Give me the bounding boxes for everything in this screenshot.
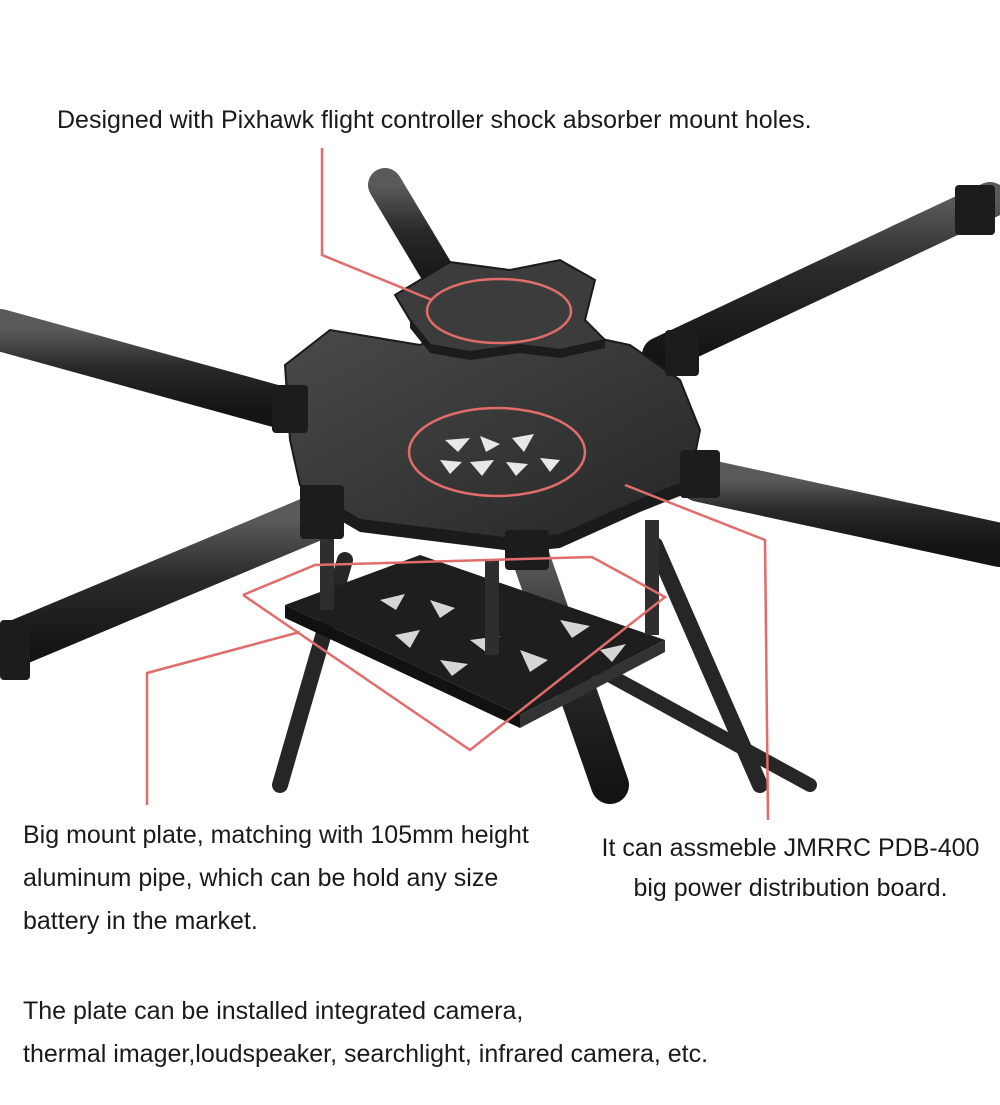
arm-right-rear <box>642 182 1000 373</box>
caption-accessories-line: thermal imager,loudspeaker, searchlight,… <box>23 1040 709 1068</box>
callout-pixhawk-ring <box>425 277 573 345</box>
caption-mount-plate-line: battery in the market. <box>23 907 258 935</box>
caption-accessories: The plate can be installed integrated ca… <box>23 990 708 1076</box>
caption-mount-plate-line: aluminum pipe, which can be hold any siz… <box>23 864 499 892</box>
flight-controller-plate <box>393 258 607 360</box>
caption-mount-plate-line: Big mount plate, matching with 105mm hei… <box>23 821 529 849</box>
caption-pixhawk-text: Designed with Pixhawk flight controller … <box>57 106 812 134</box>
arm-rear <box>368 168 462 302</box>
caption-mount-plate: Big mount plate, matching with 105mm hei… <box>23 814 529 943</box>
battery-mount-plate <box>285 520 665 728</box>
arm-right-front <box>678 458 1000 567</box>
callout-pdb-ring <box>407 406 587 498</box>
caption-pdb-line: big power distribution board. <box>633 874 948 902</box>
callout-annotations <box>145 148 770 821</box>
arm-left-front <box>0 497 333 673</box>
caption-pdb-line: It can assmeble JMRRC PDB-400 <box>601 834 980 862</box>
callout-plate-outline <box>242 555 668 752</box>
callout-plate-line <box>145 630 301 805</box>
caption-pdb: It can assmeble JMRRC PDB-400 big power … <box>588 828 993 908</box>
arm-left <box>0 309 311 431</box>
callout-pixhawk-line <box>320 148 433 302</box>
callout-pdb-line <box>624 483 770 821</box>
caption-pixhawk: Designed with Pixhawk flight controller … <box>57 99 812 142</box>
caption-accessories-line: The plate can be installed integrated ca… <box>23 997 524 1025</box>
